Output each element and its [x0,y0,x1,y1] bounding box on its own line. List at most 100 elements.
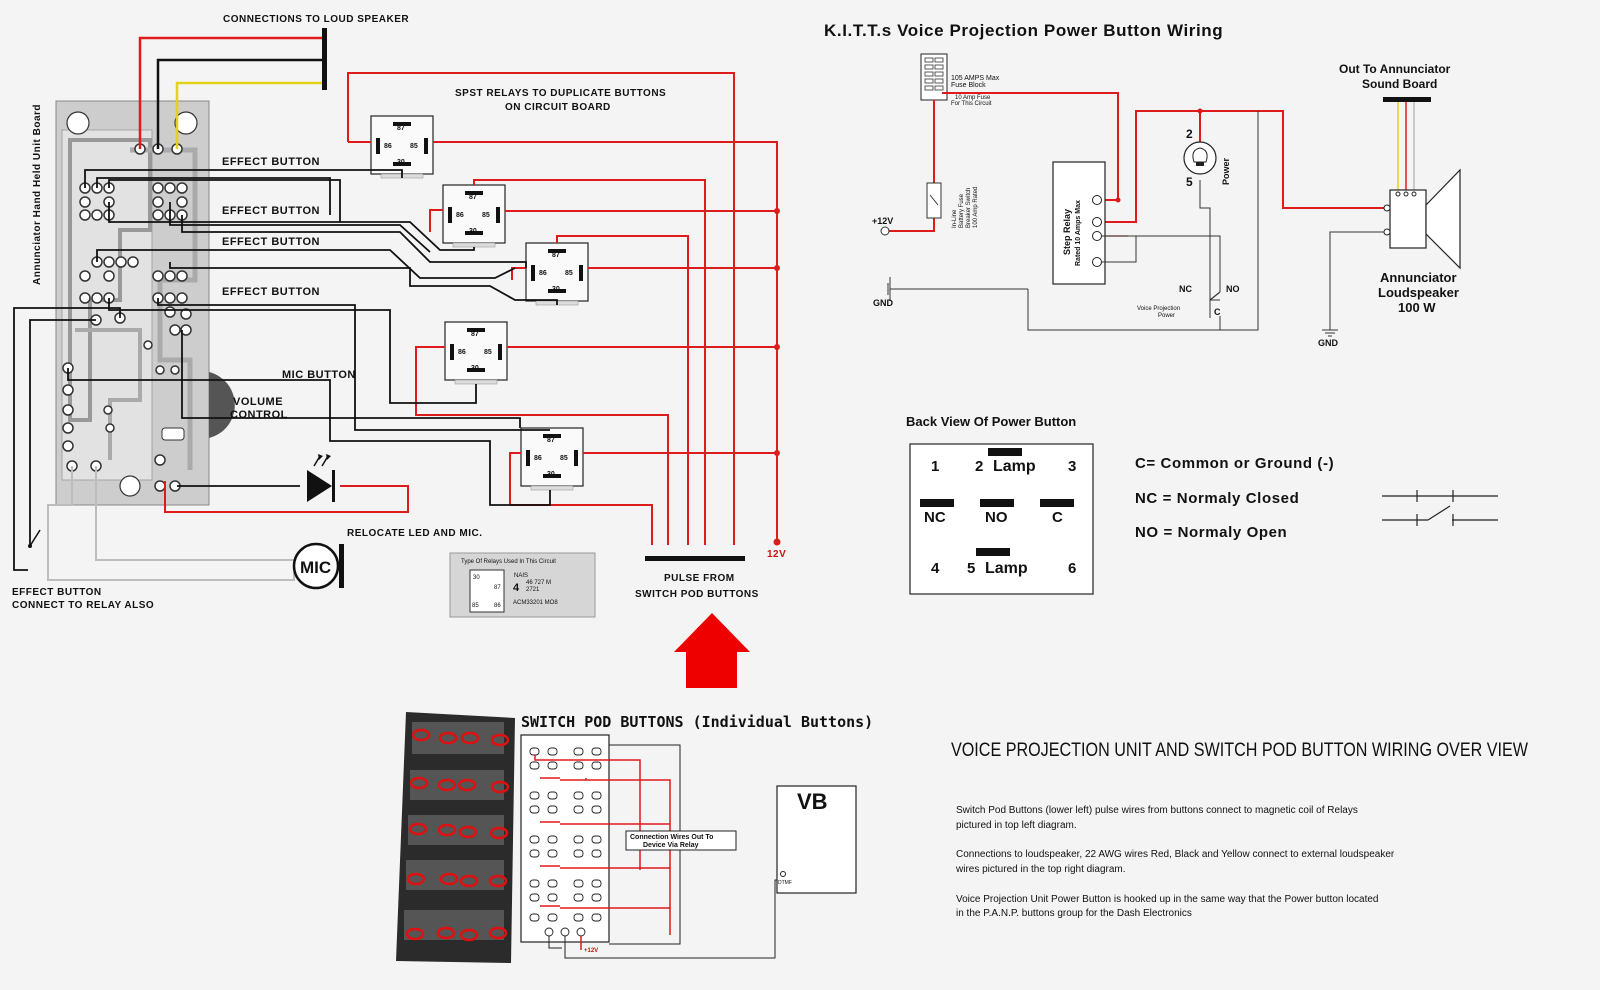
ground-icon [887,277,1028,301]
terminal-1: 1 [931,458,939,475]
speaker-label-3: 100 W [1398,300,1436,315]
dtmf-label: DTMF [778,880,792,886]
svg-text:87: 87 [547,437,555,444]
relay-info-brand: NAIS [514,573,528,579]
svg-text:85: 85 [560,455,568,462]
overview-p3-line1: Voice Projection Unit Power Button is ho… [956,894,1378,905]
led-icon [307,454,335,502]
relays-title-1: SPST RELAYS TO DUPLICATE BUTTONS [455,88,666,99]
fuse-block-label-2: Fuse Block [951,82,986,89]
switch-pod-title: SWITCH POD BUTTONS (Individual Buttons) [521,713,873,731]
back-view-title: Back View Of Power Button [906,414,1076,429]
inline-label-1: In-Line [952,209,958,228]
overview-p1-line1: Switch Pod Buttons (lower left) pulse wi… [956,805,1358,816]
plus12-label: +12V [872,216,893,226]
mic-icon [292,542,340,590]
speaker-label-2: Loudspeaker [1378,285,1459,300]
lamp-icon [1183,141,1217,175]
svg-text:86: 86 [384,143,392,150]
svg-text:85: 85 [484,349,492,356]
vb-label: VB [797,789,828,814]
switch-pod: SWITCH POD BUTTONS (Individual Buttons) [396,712,873,963]
volume-label-2: CONTROL [230,409,288,421]
relay-info-code2: 2721 [526,587,540,593]
fuse-block-label-1: 105 AMPS Max [951,75,1000,82]
pulse-label-2: SWITCH POD BUTTONS [635,589,759,600]
pulse-label-1: PULSE FROM [664,573,735,584]
twelve-v-label: 12V [767,549,786,560]
relays-title-2: ON CIRCUIT BOARD [505,102,611,113]
gnd-label-2: GND [1318,338,1339,348]
legend-common: C= Common or Ground (-) [1135,455,1334,472]
power-label: Power [1221,157,1231,185]
terminal-c: C [1052,509,1063,526]
effect-button-label-3: EFFECT BUTTON [222,236,320,248]
svg-text:30: 30 [469,228,477,235]
svg-text:87: 87 [397,125,405,132]
relay-info-code1: 46 727 M [526,580,551,586]
relay-info-title: Type Of Relays Used In This Circuit [461,559,556,565]
overview: VOICE PROJECTION UNIT AND SWITCH POD BUT… [951,739,1528,919]
terminal-nc: NC [924,509,946,526]
svg-text:87: 87 [469,194,477,201]
pod-12v-label: +12V [584,948,598,954]
vp-power-label-1: Voice Projection [1137,306,1180,312]
legend: C= Common or Ground (-) NC = Normaly Clo… [1135,455,1334,541]
terminal-no: NO [985,509,1008,526]
c-label: C [1214,307,1221,317]
volume-label-1: VOLUME [233,396,283,408]
legend-no: NO = Normaly Open [1135,524,1287,541]
legend-nc: NC = Normaly Closed [1135,490,1299,507]
right-title: K.I.T.T.s Voice Projection Power Button … [824,21,1223,40]
fuse-10-label-2: For This Circuit [951,101,992,107]
connection-note-1: Connection Wires Out To [630,834,713,841]
relay-info-pin85: 85 [472,603,479,609]
back-view: Back View Of Power Button 1 2 Lamp 3 NC … [906,414,1094,595]
lamp-5-label: 5 [1186,175,1193,189]
relay-info-pin30: 30 [473,575,480,581]
loudspeaker-icon [1383,168,1461,270]
effect-connect-label-2: CONNECT TO RELAY ALSO [12,600,154,611]
relay-info-box: Type Of Relays Used In This Circuit 30 8… [449,552,596,618]
no-label: NO [1226,284,1240,294]
inline-label-4: 100 Amp Rated [973,187,979,228]
right-diagram: K.I.T.T.s Voice Projection Power Button … [824,21,1461,348]
vb-box [776,785,857,894]
step-relay-label-2: Rated 10 Amps Max [1075,200,1082,266]
relay-info-code3: ACM33201 MO8 [513,600,558,606]
terminal-5: 5 [967,560,975,577]
switch-symbols [1382,490,1498,526]
mic-label: MIC [300,558,331,577]
effect-connect-label-1: EFFECT BUTTON [12,587,102,598]
overview-p3-line2: in the P.A.N.P. buttons group for the Da… [956,908,1192,919]
inline-label-2: Battery Fuse [959,193,965,228]
terminal-4: 4 [931,560,940,577]
svg-text:85: 85 [565,270,573,277]
lamp-bottom-label: Lamp [985,560,1028,577]
gnd-label-1: GND [873,298,894,308]
ground-icon-2 [1322,329,1338,337]
effect-button-label-1: EFFECT BUTTON [222,156,320,168]
lamp-2-label: 2 [1186,127,1193,141]
overview-p2-line2: wires pictured in the top right diagram. [955,864,1126,875]
terminal-3: 3 [1068,458,1076,475]
effect-button-label-2: EFFECT BUTTON [222,205,320,217]
overview-p2-line1: Connections to loudspeaker, 22 AWG wires… [956,849,1395,860]
step-relay-label-1: Step Relay [1062,209,1072,255]
effect-button-label-4: EFFECT BUTTON [222,286,320,298]
terminal-2: 2 [975,458,983,475]
lamp-top-label: Lamp [993,458,1036,475]
svg-text:85: 85 [482,212,490,219]
speaker-label-1: Annunciator [1380,270,1457,285]
overview-p1-line2: pictured in top left diagram. [956,820,1077,831]
terminal-6: 6 [1068,560,1076,577]
svg-text:87: 87 [471,331,479,338]
svg-text:86: 86 [539,270,547,277]
svg-text:30: 30 [397,159,405,166]
vp-power-label-2: Power [1158,313,1175,319]
svg-text:30: 30 [547,471,555,478]
